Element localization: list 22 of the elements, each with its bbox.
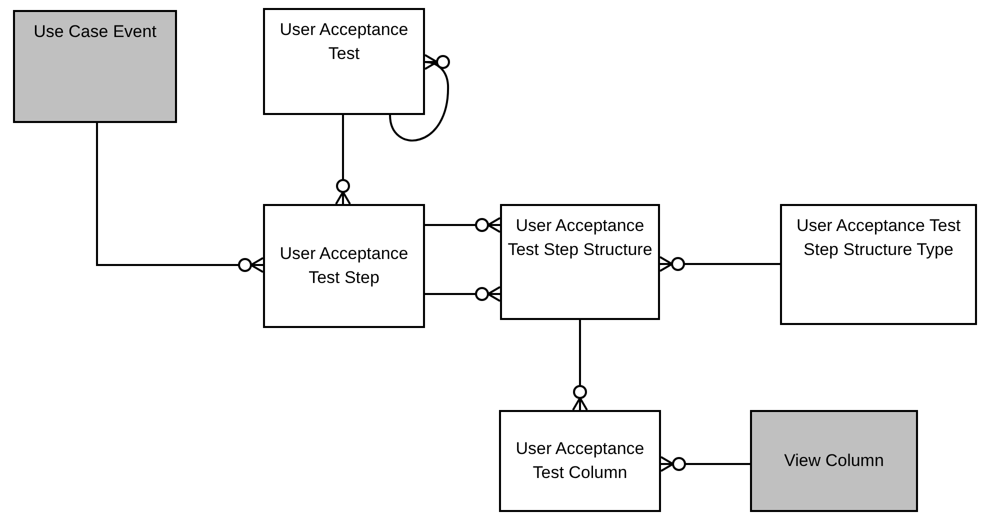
entity-name: User Acceptance Test Step Structure [506, 215, 654, 261]
relationship-line [335, 115, 351, 205]
entity-name: User Acceptance Test Column [514, 438, 646, 484]
entity-name: View Column [784, 450, 884, 472]
relationship-line [96, 123, 264, 273]
relationship-line [425, 217, 501, 233]
entity-name: User Acceptance Test [278, 19, 410, 65]
entity-box [13, 10, 177, 123]
relationship-line [660, 456, 750, 472]
relationship-line [659, 256, 780, 272]
entity-box [750, 410, 918, 512]
relationship-line [425, 286, 501, 302]
entity-box [500, 204, 660, 320]
entity-box [263, 204, 425, 328]
entity-name: User Acceptance Test Step [278, 243, 410, 289]
entity-box [780, 204, 977, 325]
entity-box [263, 8, 425, 115]
relationship-line [389, 54, 450, 142]
entity-name: Use Case Event [34, 21, 156, 43]
relationship-line [572, 320, 588, 411]
entity-box [499, 410, 661, 512]
entity-name: User Acceptance Test Step Structure Type [795, 215, 962, 261]
